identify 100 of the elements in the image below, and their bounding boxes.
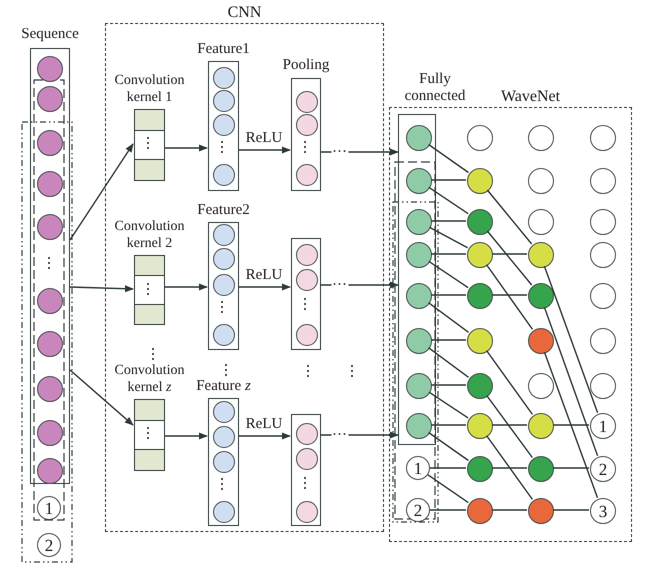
neuron-circle <box>213 451 235 473</box>
neuron-circle <box>528 125 554 151</box>
numbered-circle: 2 <box>406 498 430 522</box>
neuron-circle <box>528 242 554 268</box>
neuron-circle <box>467 413 493 439</box>
pooling-column <box>291 238 321 350</box>
column-title: Sequence <box>21 26 79 43</box>
neuron-circle <box>296 423 318 445</box>
connection-line <box>431 384 466 386</box>
neuron-circle <box>406 328 432 354</box>
vertical-ellipsis: ⋮ <box>300 364 316 380</box>
neuron-circle <box>406 168 432 194</box>
neuron-circle <box>590 283 616 309</box>
neuron-circle <box>213 324 235 346</box>
connection-line <box>428 347 469 378</box>
neuron-circle <box>467 373 493 399</box>
vertical-ellipsis: ⋮ <box>214 478 230 492</box>
connection-line <box>431 220 466 222</box>
vertical-ellipsis: ⋮ <box>214 300 230 316</box>
neuron-circle <box>467 283 493 309</box>
vertical-ellipsis: ⋮ <box>140 136 156 152</box>
neuron-circle <box>296 501 318 523</box>
column-title: Feature z <box>196 378 251 395</box>
neuron-circle <box>37 331 63 357</box>
neuron-circle <box>406 373 432 399</box>
vertical-ellipsis: ⋮ <box>344 364 360 380</box>
vertical-ellipsis: ⋮ <box>298 140 312 156</box>
neuron-circle <box>528 373 554 399</box>
neuron-circle <box>528 168 554 194</box>
neuron-circle <box>590 125 616 151</box>
neuron-circle <box>406 125 432 151</box>
neuron-circle <box>590 242 616 268</box>
pooling-column <box>291 414 321 526</box>
column-title: Feature2 <box>197 202 250 219</box>
neuron-circle <box>528 283 554 309</box>
connection-line <box>492 467 527 469</box>
neuron-circle <box>213 401 235 423</box>
connection-line <box>431 294 466 296</box>
neuron-circle <box>213 426 235 448</box>
neuron-circle <box>37 376 63 402</box>
column-title: Convolution kernel 2 <box>113 218 186 252</box>
connection-line <box>429 226 468 248</box>
vertical-ellipsis: ⋮ <box>140 282 156 298</box>
column-title: Feature1 <box>197 41 250 58</box>
neuron-circle <box>213 274 235 296</box>
neuron-circle <box>467 328 493 354</box>
vertical-ellipsis: ⋮ <box>298 476 312 492</box>
arrow <box>69 143 134 240</box>
connection-line <box>553 467 589 469</box>
connection-line <box>486 264 534 330</box>
neuron-circle <box>467 125 493 151</box>
vertical-ellipsis: ⋮ <box>146 348 160 362</box>
numbered-circle: 2 <box>590 456 616 482</box>
arrow <box>164 432 208 440</box>
neuron-circle <box>37 171 63 197</box>
neuron-circle <box>213 224 235 246</box>
neuron-circle <box>213 164 235 186</box>
neuron-circle <box>590 328 616 354</box>
arrow <box>320 281 399 289</box>
connection-line <box>553 424 589 426</box>
neuron-circle <box>406 413 432 439</box>
connection-line <box>430 467 466 469</box>
connection-line <box>544 352 598 498</box>
connection-line <box>553 509 589 511</box>
connection-line <box>428 392 468 418</box>
connection-line <box>428 432 469 462</box>
neuron-circle <box>296 324 318 346</box>
neuron-circle <box>296 269 318 291</box>
connection-line <box>486 190 532 244</box>
arrow <box>238 146 291 154</box>
connection-line <box>428 186 469 214</box>
connection-line <box>492 253 527 255</box>
column-title: Convolution kernel 1 <box>113 72 186 106</box>
connection-line <box>486 435 533 500</box>
vertical-ellipsis: ⋮ <box>218 364 234 378</box>
connection-line <box>486 350 533 415</box>
numbered-circle: 2 <box>37 533 61 557</box>
neuron-circle <box>37 56 63 82</box>
neuron-circle <box>213 67 235 89</box>
neuron-circle <box>296 244 318 266</box>
column-title: Fully connected <box>404 71 466 105</box>
connection-line <box>428 260 469 288</box>
connection-line <box>431 253 466 255</box>
vertical-ellipsis: ⋮ <box>42 256 56 272</box>
arrow <box>164 144 208 152</box>
arrow <box>70 369 134 426</box>
neuron-circle <box>406 242 432 268</box>
arrow <box>320 148 399 156</box>
neuron-circle <box>590 373 616 399</box>
neuron-circle <box>467 498 493 524</box>
numbered-circle: 1 <box>37 496 61 520</box>
neuron-circle <box>213 248 235 270</box>
arrow <box>238 432 291 440</box>
neuron-circle <box>467 456 493 482</box>
neuron-circle <box>467 209 493 235</box>
neuron-circle <box>406 209 432 235</box>
group-title: WaveNet <box>500 88 560 105</box>
neuron-circle <box>296 91 318 113</box>
arrow <box>164 283 208 291</box>
neuron-circle <box>213 90 235 112</box>
